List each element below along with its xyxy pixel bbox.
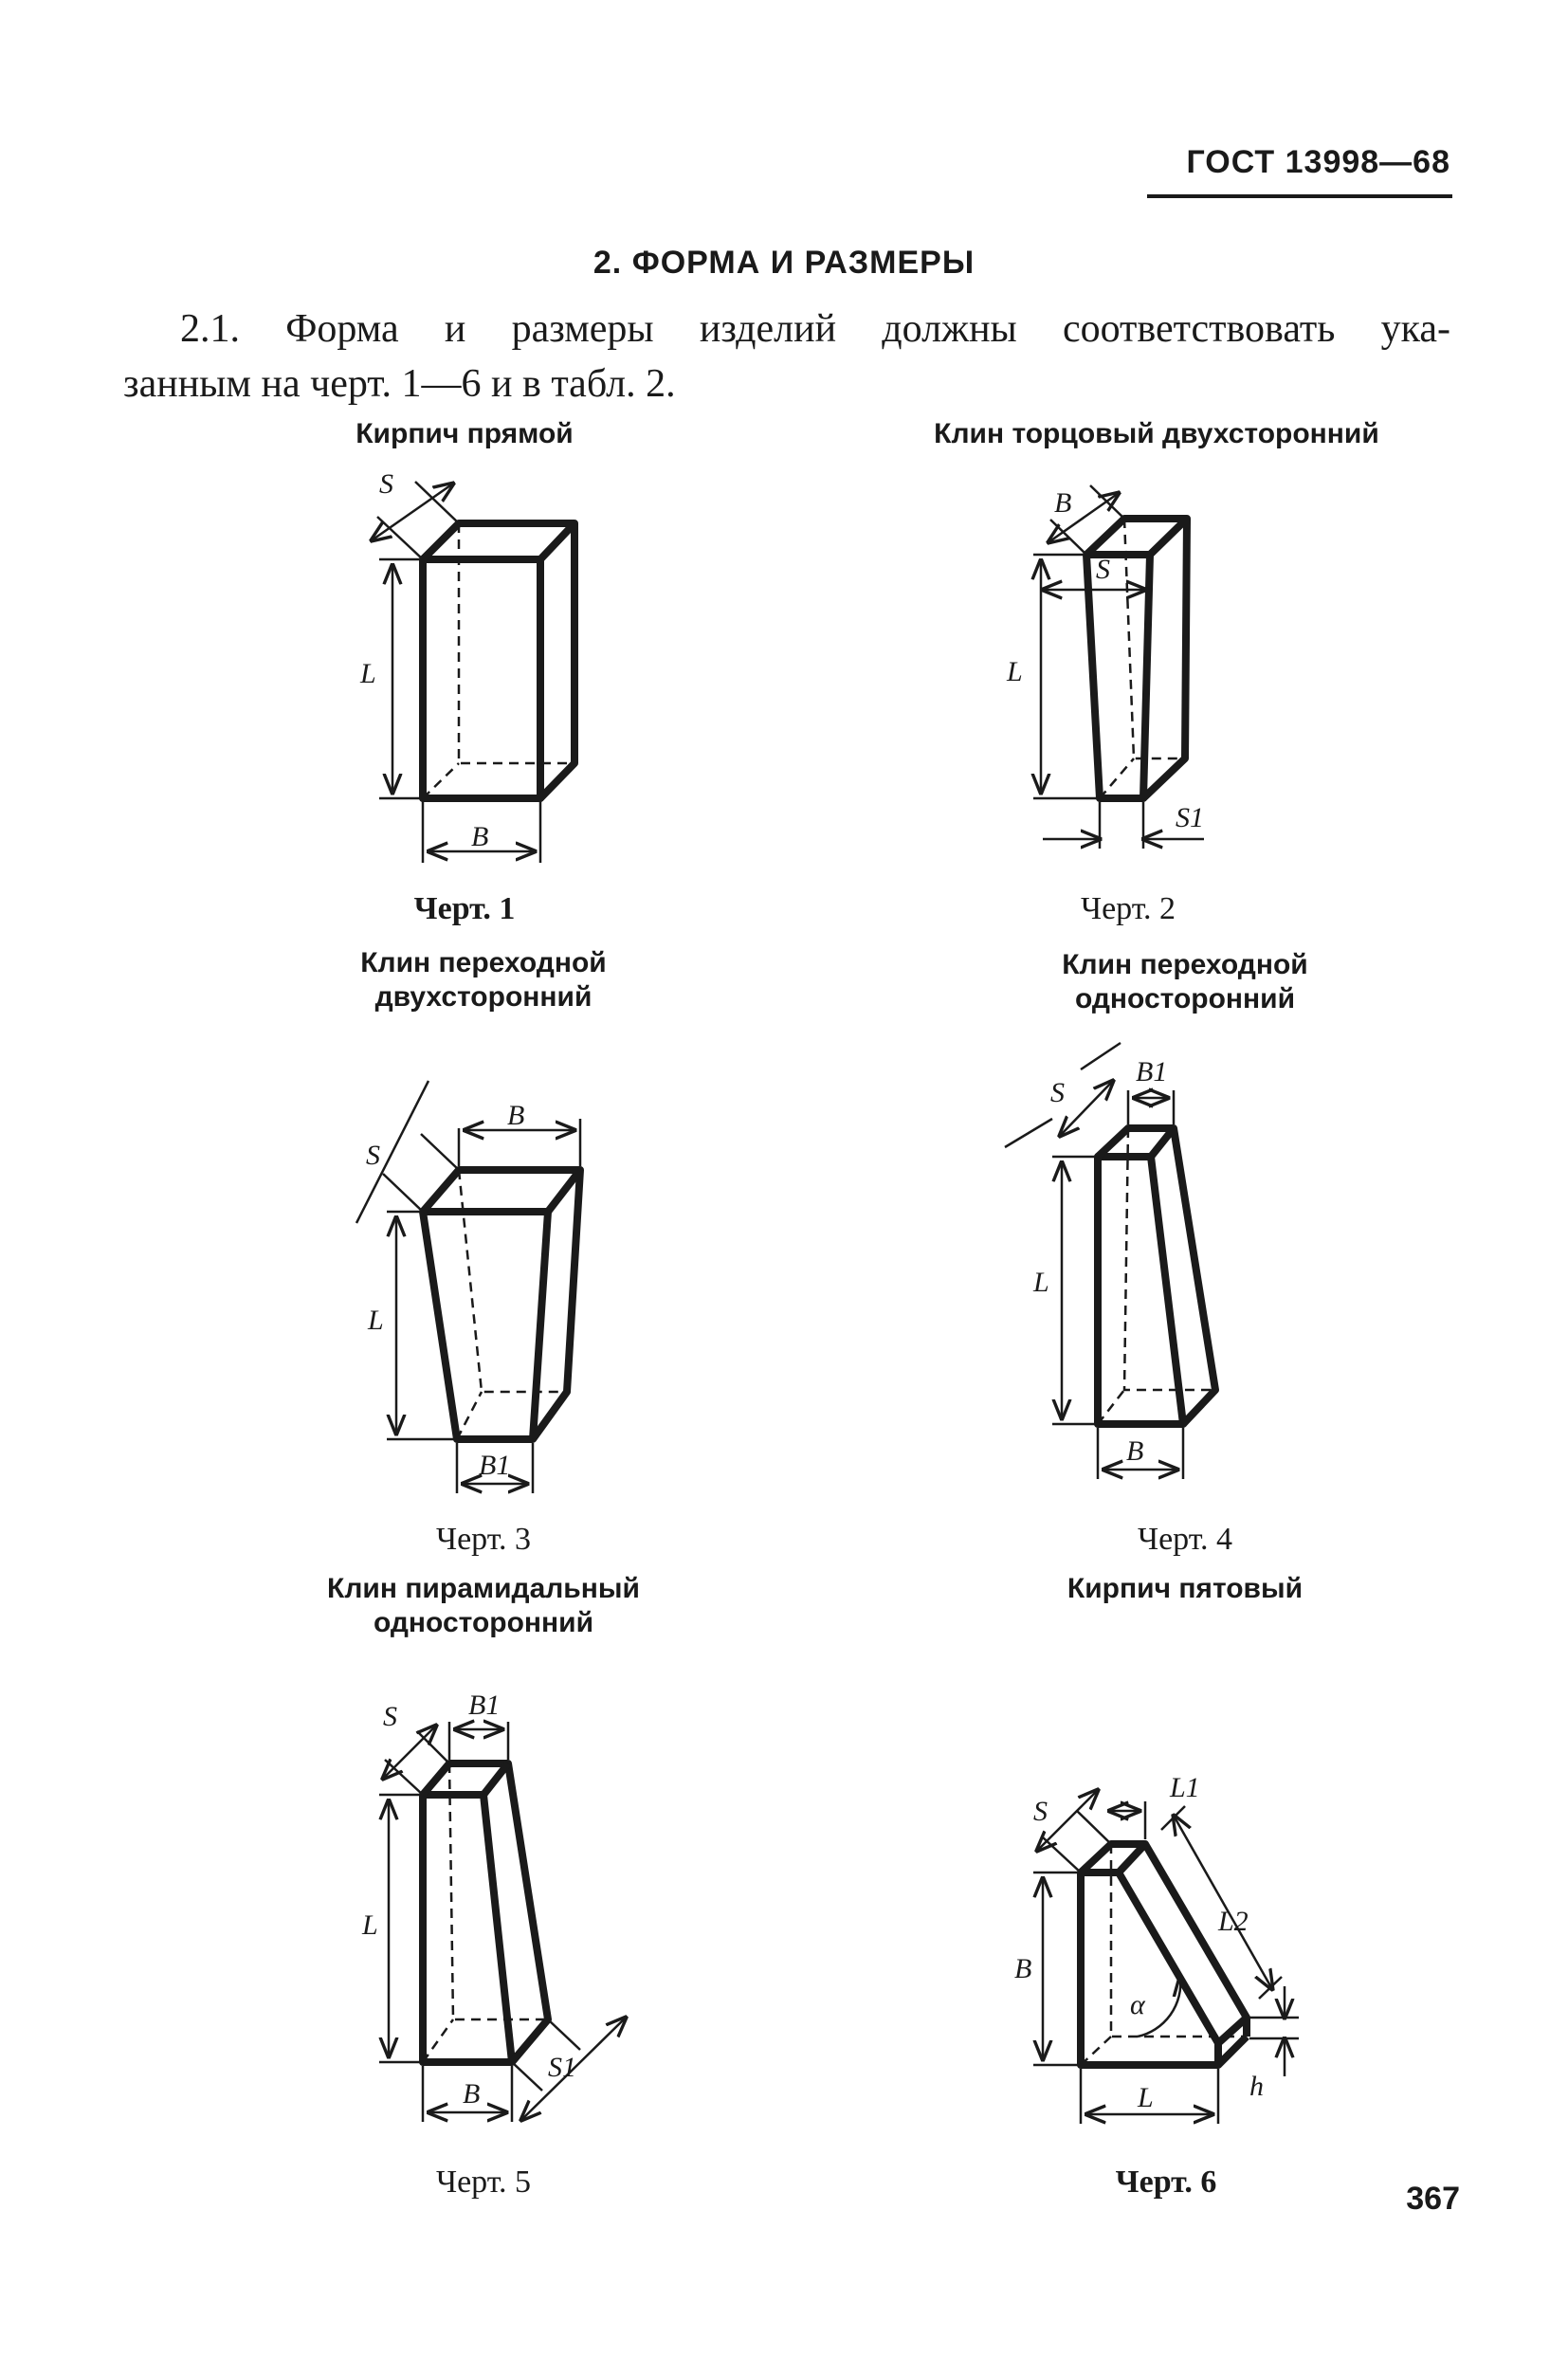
fig6-dim-L1-label: L1 [1169, 1772, 1200, 1803]
figure-4-drawing: S B1 L B [1004, 1041, 1219, 1479]
fig1-dim-S [372, 484, 453, 540]
figure-2-label: Черт. 2 [1080, 891, 1176, 926]
section-title: 2. ФОРМА И РАЗМЕРЫ [593, 245, 975, 281]
fig6-dim-L-label: L [1137, 2082, 1154, 2113]
fig2-dim-S1-label: S1 [1176, 802, 1204, 833]
fig3-front-face [419, 1208, 552, 1443]
fig5-dim-S [383, 1726, 436, 1779]
figure-3-drawing: B S L B1 [355, 1080, 584, 1493]
figure-5-drawing: S B1 L B S1 [361, 1690, 626, 2122]
fig6-dim-L2 [1174, 1816, 1272, 1989]
fig4-dim-B-label: B [1126, 1435, 1143, 1467]
standard-code: ГОСТ 13998—68 [1186, 144, 1450, 180]
fig4-dim-B1-label: B1 [1136, 1056, 1167, 1087]
header-rule [1147, 194, 1452, 198]
figure-3-label: Черт. 3 [435, 1522, 532, 1557]
figure-3-caption: Клин переходной двухсторонний [237, 946, 730, 1014]
fig2-dim-B-label: B [1054, 487, 1071, 519]
fig3-dim-B1-label: B1 [479, 1450, 510, 1481]
fig6-dim-h-label: h [1249, 2071, 1264, 2102]
fig1-top-right-edges [420, 520, 578, 801]
figure-6-label: Черт. 6 [1115, 2165, 1217, 2200]
fig6-angle-arc [1137, 1977, 1180, 2038]
figure-2-caption: Клин торцовый двухсторонний [934, 418, 1379, 449]
fig5-dim-S-label: S [383, 1701, 397, 1732]
figure-1-label: Черт. 1 [413, 891, 516, 926]
fig6-dim-S [1037, 1790, 1098, 1851]
figure-4-caption-line-1: Клин переходной [1062, 949, 1308, 980]
fig2-dim-S-label: S [1096, 554, 1110, 585]
fig4-dim-S-label: S [1050, 1077, 1065, 1108]
fig5-dim-S1-label: S1 [548, 2052, 576, 2083]
fig5-dim-L-label: L [361, 1909, 378, 1941]
fig5-front-face [419, 1791, 516, 2066]
fig2-front-face [1083, 551, 1154, 802]
fig2-dim-L-label: L [1006, 656, 1023, 687]
fig4-front-face [1094, 1153, 1187, 1428]
fig1-dim-B-label: B [471, 821, 488, 852]
fig4-dim-S [1060, 1081, 1113, 1136]
figure-6-drawing: S L1 B L2 α L h [1014, 1772, 1299, 2124]
fig2-dim-B [1048, 493, 1119, 542]
fig5-dim-S1 [521, 2018, 626, 2120]
figure-1-drawing: S L B [359, 468, 578, 863]
paragraph-line-1: 2.1. Форма и размеры изделий должны соот… [180, 307, 1450, 351]
fig5-dim-B1-label: B1 [468, 1690, 500, 1721]
figure-4-caption-line-2: односторонний [1074, 983, 1296, 1014]
fig3-dim-B-label: B [507, 1100, 524, 1131]
fig6-front-face [1077, 1869, 1222, 2069]
figure-3-caption-line-1: Клин переходной [360, 947, 607, 978]
figure-5-label: Черт. 5 [435, 2165, 532, 2200]
figure-5-caption-line-1: Клин пирамидальный [327, 1573, 640, 1604]
figure-5-caption: Клин пирамидальный односторонний [237, 1572, 730, 1640]
paragraph-2-1: 2.1. Форма и размеры изделий должны соот… [123, 301, 1450, 411]
figure-6-caption: Кирпич пятовый [1067, 1573, 1304, 1604]
fig6-dim-L2-label: L2 [1217, 1906, 1249, 1937]
page-number: 367 [1406, 2181, 1460, 2217]
fig3-dim-S-label: S [366, 1140, 380, 1171]
fig6-dim-S-label: S [1033, 1796, 1048, 1827]
figure-2-drawing: B S L S1 [1006, 484, 1204, 849]
figure-4-caption: Клин переходной односторонний [939, 948, 1431, 1016]
paragraph-line-2: занным на черт. 1—6 и в табл. 2. [123, 362, 676, 406]
fig5-dim-B-label: B [463, 2078, 480, 2110]
figure-3-caption-line-2: двухсторонний [374, 981, 593, 1013]
fig1-dim-L-label: L [359, 658, 376, 689]
figure-1-caption: Кирпич прямой [356, 418, 574, 449]
fig1-dim-S-label: S [379, 468, 393, 500]
fig6-angle-label: α [1130, 1989, 1146, 2020]
figure-5-caption-line-2: односторонний [373, 1607, 594, 1638]
fig4-dim-L-label: L [1032, 1267, 1049, 1298]
figure-4-label: Черт. 4 [1137, 1522, 1233, 1557]
fig6-dim-B-label: B [1014, 1953, 1031, 1984]
fig3-dim-L-label: L [367, 1305, 384, 1336]
